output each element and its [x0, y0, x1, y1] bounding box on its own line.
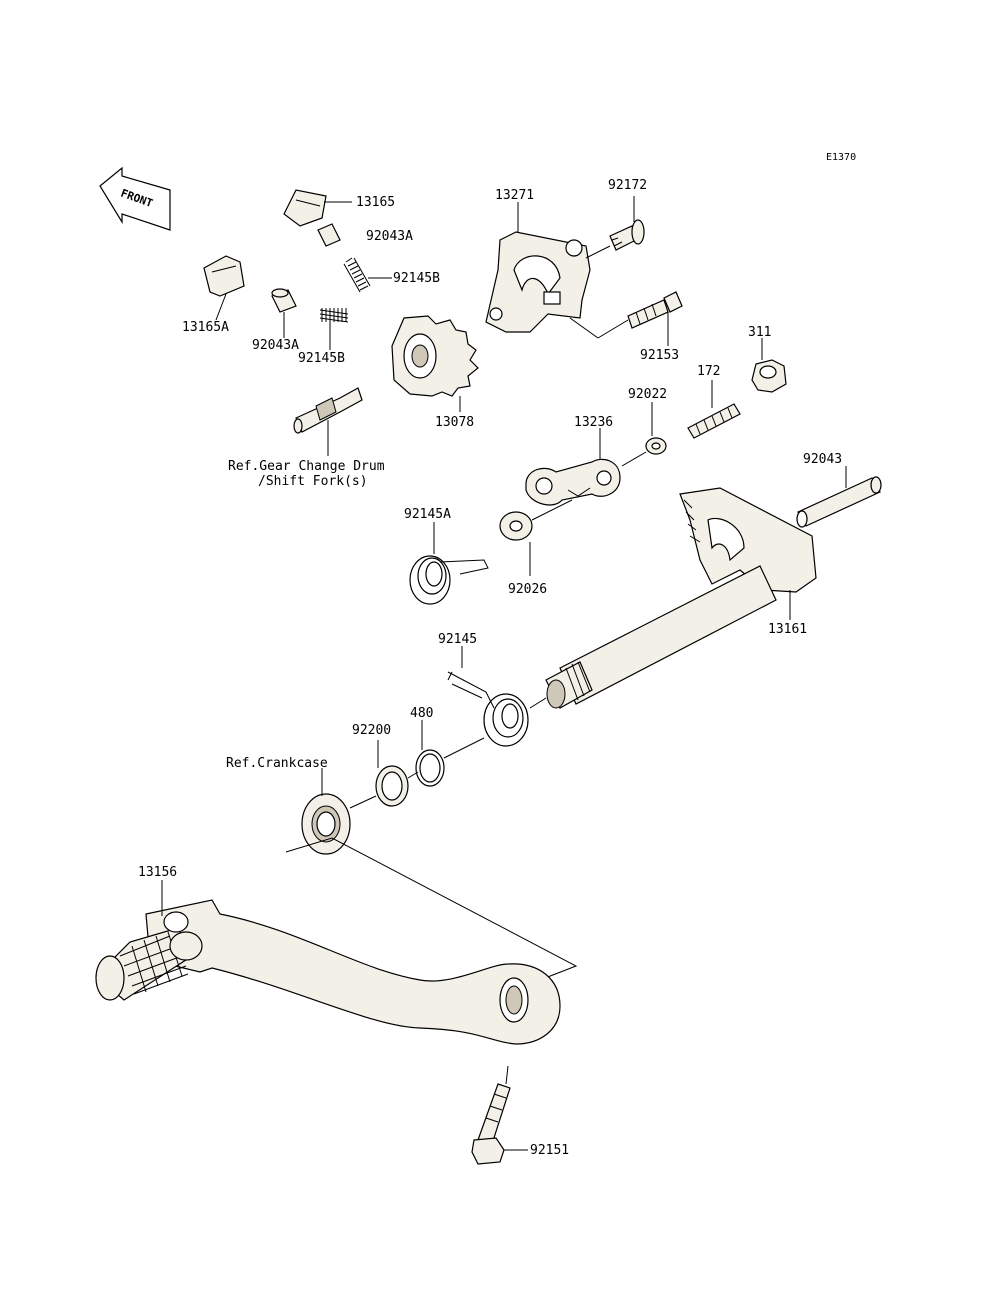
label-92145: 92145: [438, 632, 477, 647]
label-92043: 92043: [803, 452, 842, 467]
label-172: 172: [697, 364, 720, 379]
ref-gear-change-drum: Ref.Gear Change Drum: [228, 459, 385, 474]
shift-shaft-13161: [545, 487, 817, 709]
ref-shift-fork: /Shift Fork(s): [258, 474, 368, 489]
stud-172: [687, 403, 741, 439]
circlip-480: [415, 749, 445, 787]
bolt-92151: [471, 1083, 511, 1165]
pin-92043: [796, 476, 882, 528]
diagram-code: E1370: [826, 152, 856, 163]
spring-92145a: [409, 555, 489, 605]
label-92153: 92153: [640, 348, 679, 363]
front-arrow-icon: FRONT: [99, 166, 171, 231]
label-92145b-top: 92145B: [393, 271, 440, 286]
label-13271: 13271: [495, 188, 534, 203]
label-13078: 13078: [435, 415, 474, 430]
washer-92026: [499, 511, 533, 541]
label-13165: 13165: [356, 195, 395, 210]
ref-crankcase: Ref.Crankcase: [226, 756, 328, 771]
lever-13236: [525, 458, 621, 506]
label-13165a: 13165A: [182, 320, 229, 335]
label-92043a-left: 92043A: [252, 338, 299, 353]
spring-92145b-left: [319, 308, 349, 323]
bolt-92153: [627, 291, 683, 329]
label-311: 311: [748, 325, 771, 340]
label-92145a: 92145A: [404, 507, 451, 522]
oil-seal-crankcase: [301, 793, 351, 855]
bolt-92172: [609, 219, 645, 251]
label-92022: 92022: [628, 387, 667, 402]
label-480: 480: [410, 706, 433, 721]
pin-92043a-top: [317, 223, 341, 247]
label-92172: 92172: [608, 178, 647, 193]
spring-92145b-top: [343, 257, 371, 293]
label-13236: 13236: [574, 415, 613, 430]
shift-drum-stud: [293, 387, 363, 434]
pawl-13165a: [203, 255, 245, 297]
nut-311: [751, 359, 787, 393]
washer-92200: [375, 765, 409, 807]
label-92026: 92026: [508, 582, 547, 597]
label-13161: 13161: [768, 622, 807, 637]
label-92043a-top: 92043A: [366, 229, 413, 244]
pin-92043a-left: [271, 288, 297, 313]
label-92200: 92200: [352, 723, 391, 738]
gear-13078: [391, 315, 479, 397]
spring-92145: [447, 671, 529, 747]
label-92151: 92151: [530, 1143, 569, 1158]
pawl-13165: [283, 189, 327, 227]
shift-pedal-13156: [95, 899, 561, 1045]
plate-13271: [485, 231, 591, 333]
washer-92022: [645, 437, 667, 455]
label-92145b-left: 92145B: [298, 351, 345, 366]
label-13156: 13156: [138, 865, 177, 880]
